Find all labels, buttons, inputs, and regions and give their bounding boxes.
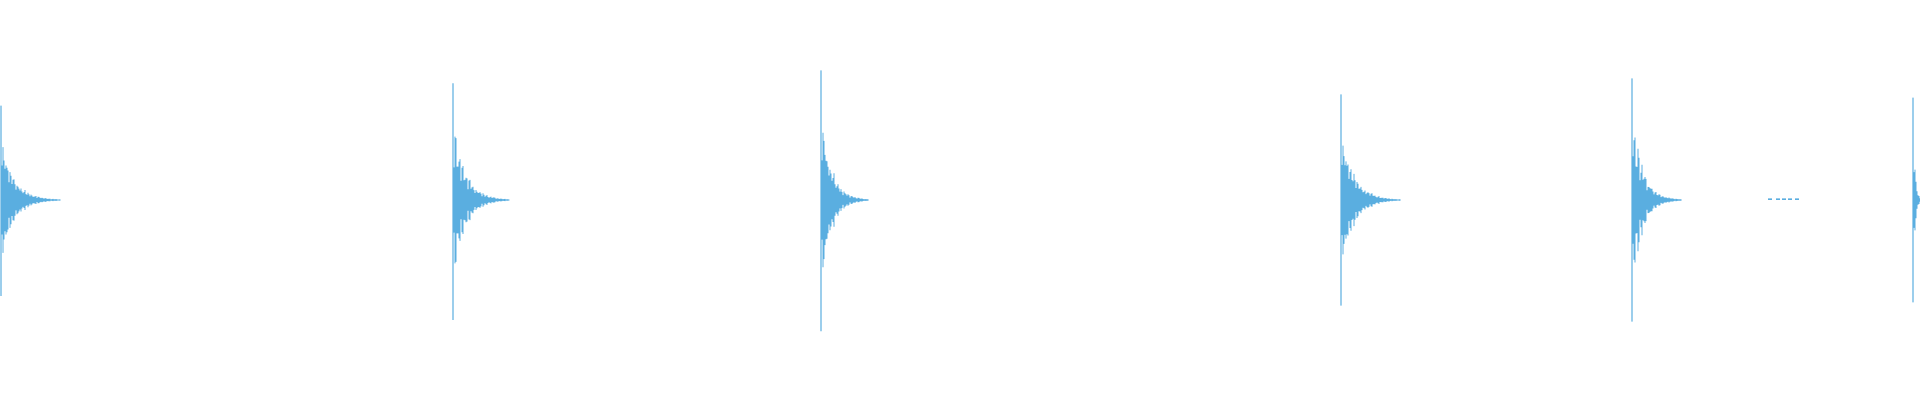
waveform-transient — [0, 105, 61, 296]
waveform-decay — [1341, 145, 1401, 255]
waveform-decay — [1, 147, 61, 253]
waveform-transient — [1340, 94, 1401, 306]
waveform-decay — [453, 136, 510, 264]
waveform-decay — [821, 132, 869, 268]
waveform-transient — [1912, 97, 1920, 303]
waveform-transient — [820, 70, 869, 332]
waveform-transient — [1631, 78, 1682, 322]
waveform-decay — [1632, 137, 1682, 263]
waveform-decay — [1913, 169, 1920, 231]
waveform-transient — [452, 83, 510, 320]
